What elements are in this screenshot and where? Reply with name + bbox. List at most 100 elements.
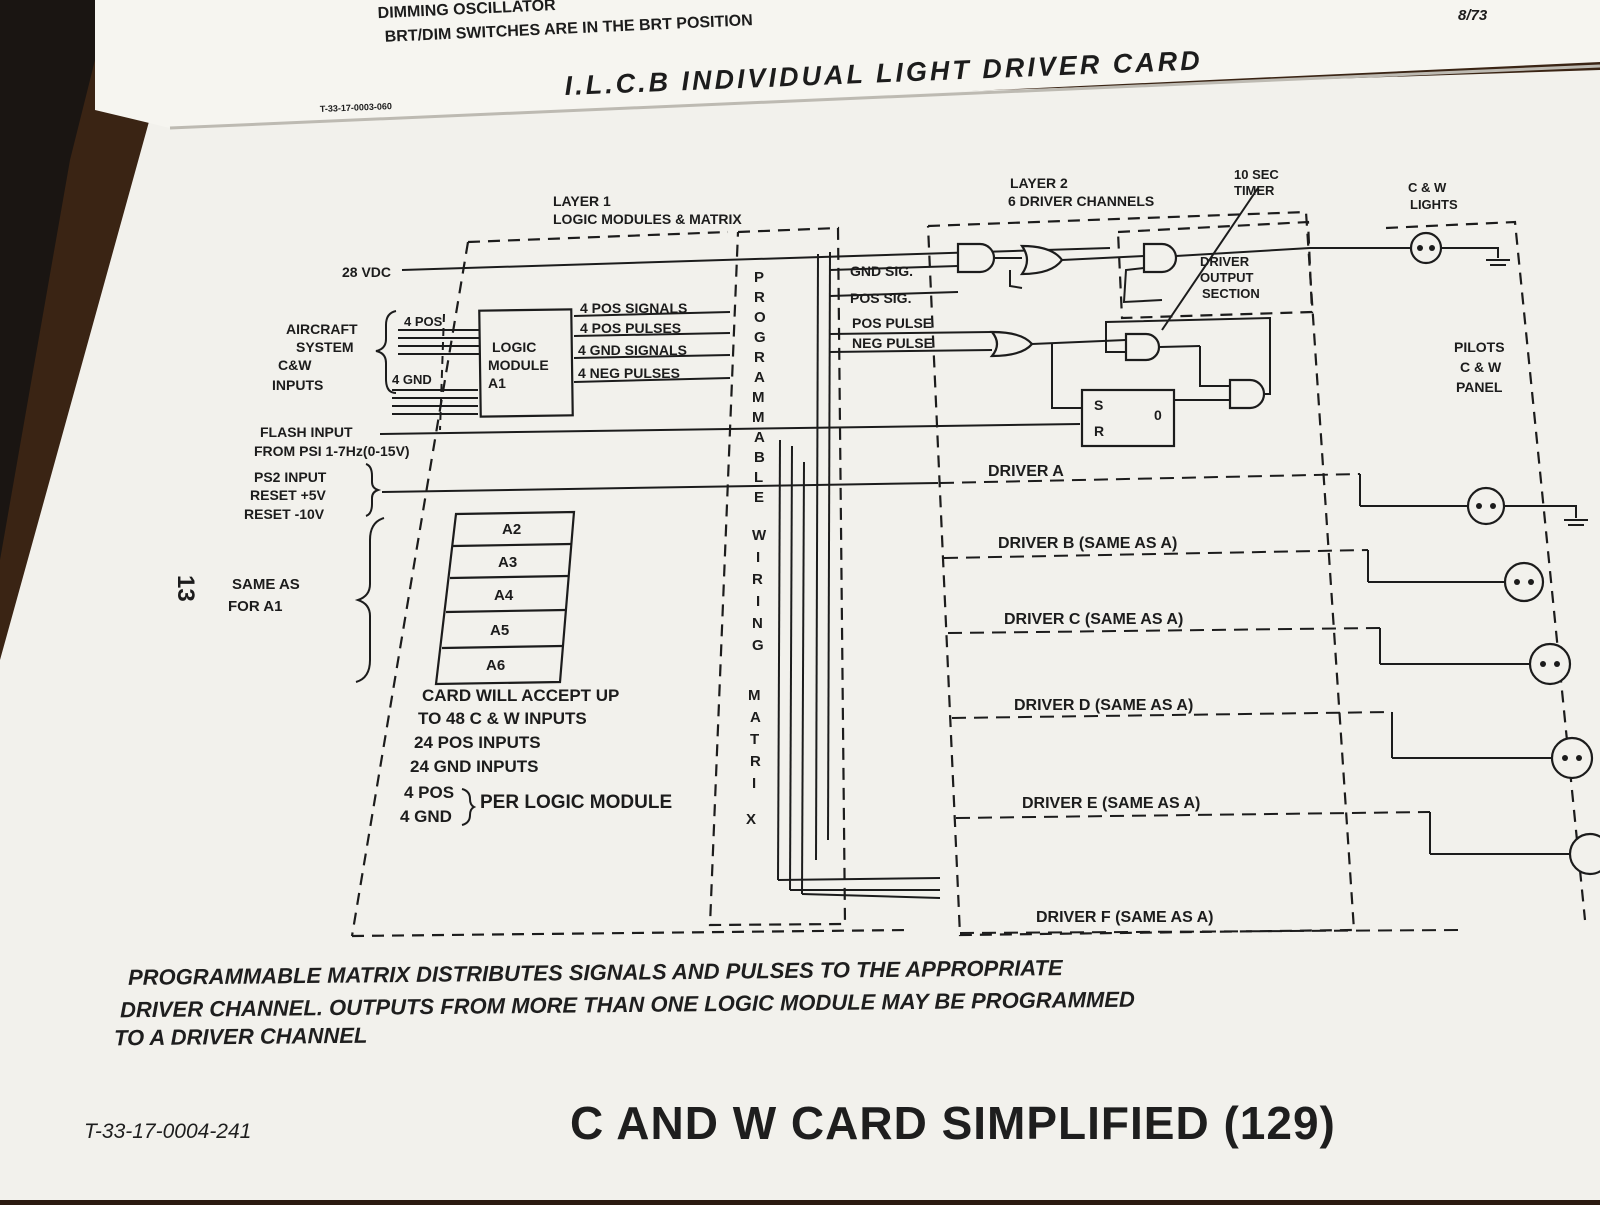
input-dash <box>439 313 445 431</box>
flash-line2: FROM PSI 1-7Hz(0-15V) <box>254 443 410 459</box>
modules-stack <box>434 510 576 686</box>
flash-wire <box>379 423 1081 435</box>
neg-pulse-wire <box>829 349 993 353</box>
vdc-label: 28 VDC <box>342 264 391 280</box>
driver-row-line <box>955 811 1431 819</box>
module-label: A5 <box>490 622 509 639</box>
matrix-letter: G <box>752 637 764 654</box>
per-module-brace <box>461 788 477 826</box>
matrix-letter: A <box>754 369 765 386</box>
page-number: 13 <box>172 575 199 602</box>
cw-lights-line1: C & W <box>1408 180 1447 195</box>
ground-wire <box>1441 247 1499 258</box>
top-code: T-33-17-0003-060 <box>320 101 392 114</box>
gate-wire <box>1159 345 1201 348</box>
card-note-line5: 4 POS <box>404 783 454 802</box>
layer2-line2: 6 DRIVER CHANNELS <box>1008 193 1154 209</box>
matrix-letter: A <box>754 429 765 446</box>
module-label: A6 <box>486 657 505 674</box>
driver-label: DRIVER B (SAME AS A) <box>998 535 1177 552</box>
driver-row-line <box>947 627 1381 634</box>
matrix-label: P R O G R A M M A B L E W I R I N G M A … <box>746 269 767 828</box>
timer-arrow <box>1161 187 1259 331</box>
driver-label: DRIVER A <box>988 463 1064 480</box>
pos-label: 4 POS <box>404 314 443 329</box>
aircraft-line1: AIRCRAFT <box>286 321 358 337</box>
cw-lights-line2: LIGHTS <box>1410 197 1458 212</box>
or-gate <box>989 330 1034 358</box>
card-note-line1: CARD WILL ACCEPT UP <box>422 686 619 705</box>
channel-signal-label: NEG PULSE <box>852 335 933 351</box>
gnd-label: 4 GND <box>392 372 432 387</box>
matrix-letter: L <box>754 469 763 486</box>
same-as-label: SAME AS <box>232 576 300 593</box>
module-label: A4 <box>494 587 514 604</box>
module-output-label: 4 NEG PULSES <box>578 365 680 381</box>
gate-wire <box>1031 339 1127 345</box>
top-page <box>95 0 1600 128</box>
pos-pulse-wire <box>829 331 993 335</box>
lamp-icon <box>1503 561 1545 603</box>
channel-signal-label: GND SIG. <box>850 263 913 279</box>
matrix-letter: R <box>754 289 765 306</box>
gate-wire <box>1009 270 1023 289</box>
layer2-line1: LAYER 2 <box>1010 175 1068 191</box>
channel-signal-label: POS SIG. <box>850 290 911 306</box>
lamp-icon <box>1409 231 1443 265</box>
ps2-wire <box>381 482 939 493</box>
for-a1-label: FOR A1 <box>228 598 282 615</box>
driver-label: DRIVER D (SAME AS A) <box>1014 697 1193 714</box>
matrix-letter: A <box>750 709 761 726</box>
driver-label: DRIVER C (SAME AS A) <box>1004 611 1183 628</box>
card-note-line4: 24 GND INPUTS <box>410 757 538 776</box>
caption-line3: TO A DRIVER CHANNEL <box>113 1022 368 1051</box>
driver-output-line1: DRIVER <box>1200 254 1250 269</box>
and-gate <box>1124 332 1161 362</box>
driver-label: DRIVER F (SAME AS A) <box>1036 909 1213 926</box>
driver-label: DRIVER E (SAME AS A) <box>1022 795 1200 812</box>
gate-wire <box>1061 255 1145 261</box>
matrix-letter: M <box>748 687 761 704</box>
layer1-border-top <box>467 230 729 244</box>
module-output-label: 4 POS PULSES <box>580 320 681 336</box>
sr-flipflop <box>1080 388 1176 448</box>
layer1-border-left <box>350 241 470 937</box>
driver-row-line <box>943 549 1369 559</box>
gate-wire <box>1199 346 1230 387</box>
matrix-border <box>708 226 847 927</box>
flipflop-s: S <box>1094 397 1103 413</box>
layer1-line1: LAYER 1 <box>553 193 611 209</box>
matrix-letter: W <box>752 527 767 544</box>
aircraft-line2: SYSTEM <box>296 339 354 355</box>
cw-lights-border <box>1385 220 1587 921</box>
layer1-line2: LOGIC MODULES & MATRIX <box>553 211 742 227</box>
matrix-letter: I <box>756 593 760 610</box>
logic-gates <box>956 242 1266 410</box>
card-note-line2: TO 48 C & W INPUTS <box>418 709 587 728</box>
flipflop-q: 0 <box>1154 407 1162 423</box>
timer-line2: TIMER <box>1234 183 1275 198</box>
feedback-wire <box>1105 316 1271 395</box>
and-gate <box>1142 242 1178 274</box>
matrix-wires <box>777 251 941 899</box>
modules-brace <box>354 517 385 683</box>
driver-output-border <box>1116 220 1314 320</box>
matrix-letter: P <box>754 269 764 286</box>
lamp-icon <box>1528 642 1572 686</box>
reset1-label: RESET +5V <box>250 487 327 503</box>
ps2-brace <box>365 463 382 517</box>
pilots-line2: C & W <box>1460 359 1502 375</box>
aircraft-line3: C&W <box>278 357 312 373</box>
aircraft-brace <box>375 310 397 394</box>
and-gate <box>1228 378 1266 410</box>
channel-signal-label: POS PULSE <box>852 315 932 331</box>
driver-row-line <box>951 711 1393 719</box>
module-output-wire <box>573 354 731 359</box>
doc-code: T-33-17-0004-241 <box>84 1120 252 1143</box>
layer1-border-bottom <box>351 928 911 938</box>
ps2-label: PS2 INPUT <box>254 469 327 485</box>
module-label: A2 <box>502 521 521 538</box>
and-gate <box>956 242 996 274</box>
logic-line3: A1 <box>488 375 506 391</box>
